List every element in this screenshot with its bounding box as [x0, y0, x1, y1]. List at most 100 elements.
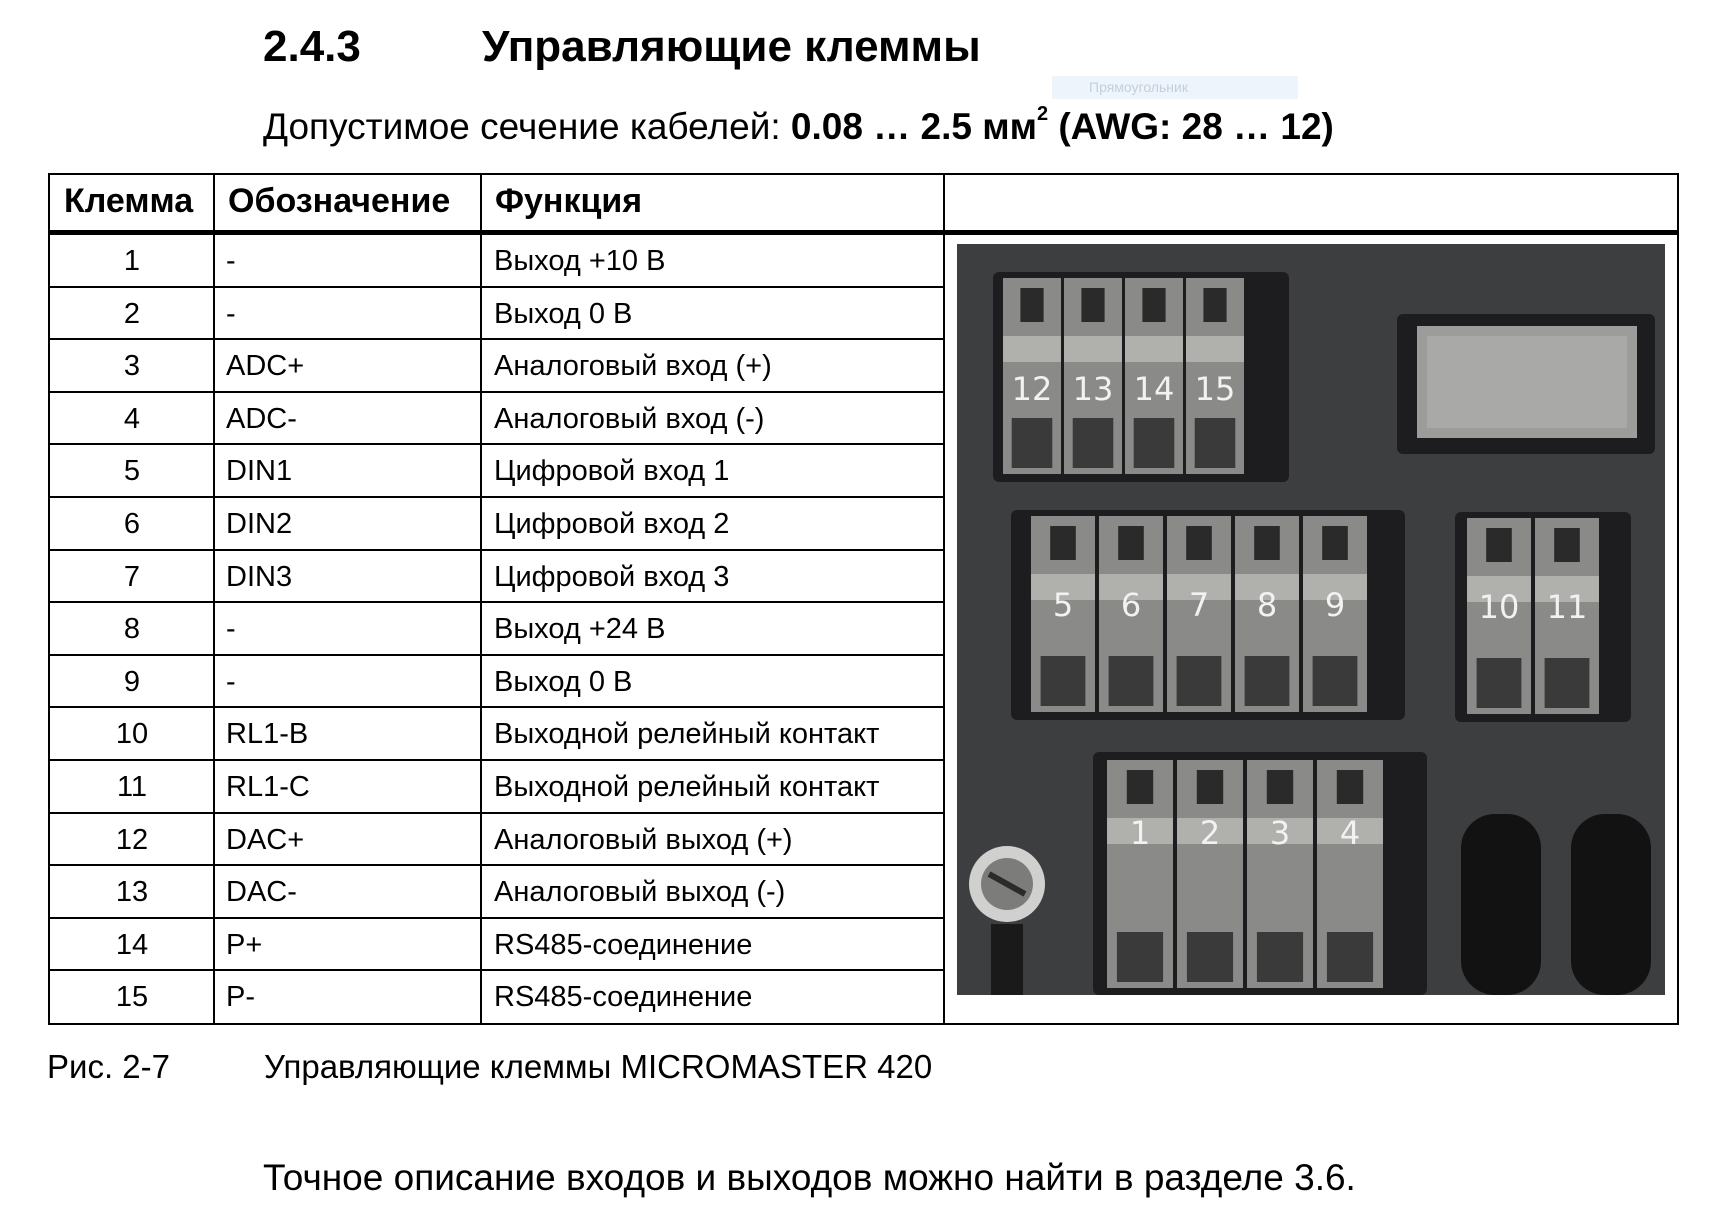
designation-cell: - — [226, 613, 236, 646]
designation-cell: DAC- — [226, 876, 297, 909]
figure-caption-text: Управляющие клеммы MICROMASTER 420 — [264, 1048, 933, 1085]
designation-cell: RL1-B — [226, 718, 309, 751]
terminal-number-cell: 4 — [123, 402, 141, 435]
designation-cell: - — [226, 297, 236, 330]
terminal-key-band — [1317, 818, 1383, 844]
terminal-key-label: 4 — [1340, 814, 1360, 852]
terminal-key-slot — [1322, 526, 1348, 560]
terminal-key-label: 2 — [1200, 814, 1220, 852]
terminal-number-cell: 2 — [123, 297, 141, 330]
designation-cell: P+ — [226, 928, 263, 961]
designation-cell: DAC+ — [226, 823, 305, 856]
terminal-key-band — [1186, 336, 1244, 362]
function-cell: Аналоговый выход (+) — [494, 823, 793, 856]
terminal-key-label: 11 — [1547, 588, 1588, 626]
terminal-key-slot — [1186, 526, 1212, 560]
terminal-key-slot — [1142, 288, 1166, 322]
terminal-key-opening — [1133, 418, 1175, 468]
terminal-number-cell: 13 — [115, 876, 149, 909]
function-cell: Цифровой вход 3 — [494, 560, 730, 593]
function-cell: Аналоговый выход (-) — [494, 876, 786, 909]
terminal-key-label: 5 — [1053, 586, 1073, 624]
terminal-number-cell: 9 — [123, 665, 141, 698]
terminal-key-opening — [1108, 656, 1154, 706]
terminal-key-band — [1107, 818, 1173, 844]
function-cell: Выход +10 В — [494, 245, 666, 277]
column-divider — [213, 173, 215, 1025]
ghost-shape-label: Прямоугольник — [1052, 76, 1298, 99]
terminal-number-cell: 6 — [123, 508, 141, 540]
terminal-key-slot — [1554, 528, 1580, 562]
cable-superscript: 2 — [1036, 102, 1049, 125]
terminal-key-slot — [1336, 770, 1364, 804]
function-cell: Выход 0 В — [494, 297, 633, 330]
terminal-key-label: 1 — [1130, 814, 1150, 852]
function-cell: Цифровой вход 2 — [494, 508, 730, 540]
designation-cell: ADC- — [226, 402, 297, 435]
terminal-key-slot — [1486, 528, 1512, 562]
terminal-number-cell: 1 — [123, 245, 141, 277]
terminal-key-slot — [1020, 288, 1044, 322]
function-cell: Выход +24 В — [494, 613, 666, 646]
function-cell: Выходной релейный контакт — [494, 771, 880, 803]
terminal-key-opening — [1194, 418, 1236, 468]
table-row: 2 - Выход 0 В — [50, 288, 944, 341]
terminal-number-cell: 15 — [115, 981, 149, 1014]
designation-cell: - — [226, 245, 236, 277]
function-cell: Цифровой вход 1 — [494, 455, 730, 488]
terminal-key-slot — [1254, 526, 1280, 560]
header-designation: Обозначение — [228, 182, 451, 220]
terminal-table-frame — [48, 173, 1679, 1025]
terminal-key-label: 14 — [1134, 370, 1175, 408]
earth-screw-slot — [987, 871, 1027, 897]
terminal-key-label: 9 — [1325, 586, 1345, 624]
column-divider — [943, 173, 945, 1025]
terminal-number-cell: 11 — [116, 771, 148, 803]
terminal-number-cell: 14 — [115, 928, 149, 961]
table-row: 4 ADC- Аналоговый вход (-) — [50, 393, 944, 446]
function-cell: Аналоговый вход (+) — [494, 350, 772, 383]
terminal-key-band — [1125, 336, 1183, 362]
terminal-key-opening — [1116, 932, 1164, 982]
section-number: 2.4.3 — [263, 22, 361, 71]
terminal-key-band — [1003, 336, 1061, 362]
terminal-key-band — [1467, 576, 1531, 602]
terminal-key-label: 8 — [1257, 586, 1277, 624]
earth-screw-post — [991, 924, 1023, 995]
terminal-key-opening — [1072, 418, 1114, 468]
terminal-key-opening — [1011, 418, 1053, 468]
function-cell: Аналоговый вход (-) — [494, 402, 765, 435]
connector-plug-shade — [1427, 336, 1627, 428]
terminal-key-opening — [1176, 656, 1222, 706]
mounting-slot — [1461, 814, 1541, 995]
terminal-key-slot — [1126, 770, 1154, 804]
function-cell: Выход 0 В — [494, 665, 633, 698]
terminal-key-slot — [1266, 770, 1294, 804]
terminal-key-opening — [1326, 932, 1374, 982]
terminal-key-band — [1303, 574, 1367, 600]
terminal-key-label: 10 — [1479, 588, 1520, 626]
table-row: 9 - Выход 0 В — [50, 656, 944, 709]
terminal-number-cell: 8 — [123, 613, 141, 646]
designation-cell: DIN3 — [226, 560, 293, 593]
designation-cell: DIN2 — [226, 508, 293, 540]
designation-cell: - — [226, 665, 236, 698]
terminal-key-opening — [1476, 658, 1522, 708]
header-rule — [48, 230, 1679, 235]
terminal-key-slot — [1203, 288, 1227, 322]
terminal-key-band — [1535, 576, 1599, 602]
terminal-key-band — [1031, 574, 1095, 600]
section-title: Управляющие клеммы — [482, 22, 981, 71]
terminal-key-opening — [1312, 656, 1358, 706]
terminal-key-label: 12 — [1012, 370, 1053, 408]
designation-cell: ADC+ — [226, 350, 305, 383]
designation-cell: P- — [226, 981, 255, 1014]
